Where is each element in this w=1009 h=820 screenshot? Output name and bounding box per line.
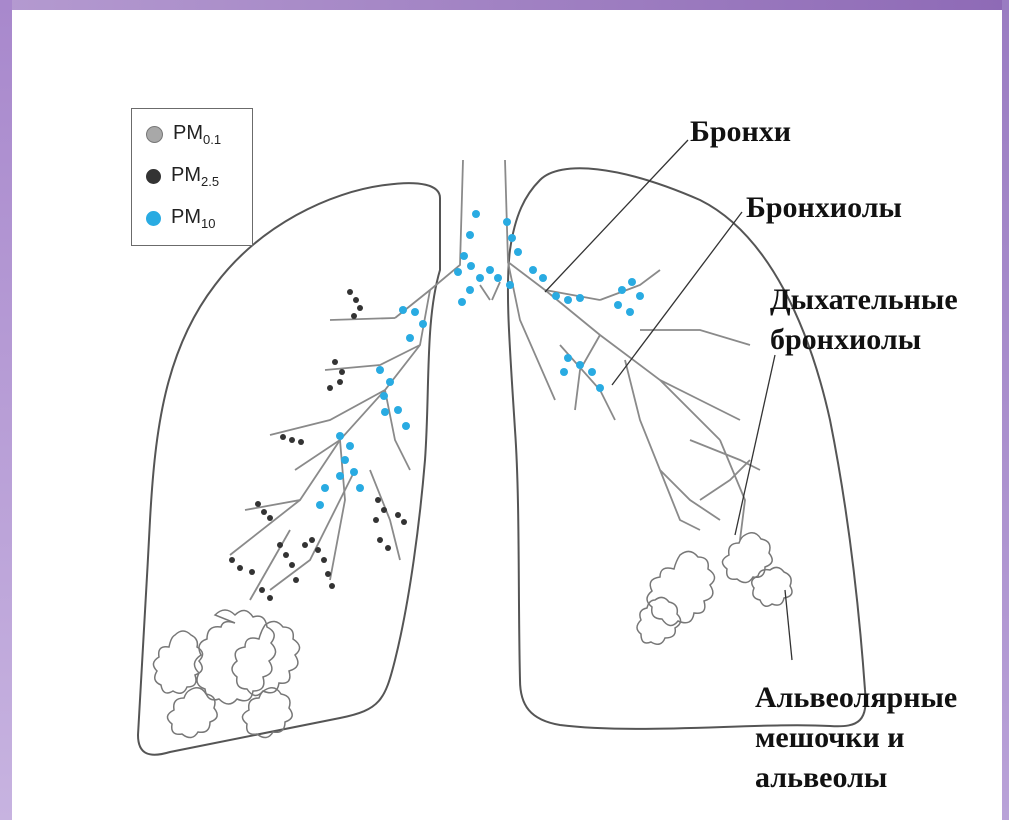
- legend-label-pm25: PM2.5: [171, 164, 219, 189]
- legend: PM0.1 PM2.5 PM10: [131, 108, 253, 246]
- legend-item-pm25: PM2.5: [146, 161, 219, 191]
- label-bronchioles: Бронхиолы: [746, 190, 902, 226]
- label-bronchi: Бронхи: [690, 114, 791, 150]
- label-alveoli-line3: альвеолы: [755, 760, 887, 796]
- label-respiratory-bronchioles-line2: бронхиолы: [770, 322, 921, 358]
- label-alveoli-line2: мешочки и: [755, 720, 905, 756]
- left-alveolar-sacs: [153, 610, 299, 738]
- legend-label-pm01: PM0.1: [173, 122, 221, 147]
- pm25-particles: [229, 289, 407, 601]
- right-alveolar-sacs: [637, 533, 792, 645]
- label-respiratory-bronchioles-line1: Дыхательные: [770, 282, 958, 318]
- airways: [230, 160, 760, 600]
- pm10-particles: [316, 210, 644, 509]
- label-alveoli-line1: Альвеолярные: [755, 680, 957, 716]
- legend-label-pm10: PM10: [171, 206, 215, 231]
- left-lung-outline: [138, 183, 440, 755]
- legend-item-pm10: PM10: [146, 203, 215, 233]
- pm10-marker-icon: [146, 211, 161, 226]
- right-lung-outline: [508, 168, 866, 729]
- legend-item-pm01: PM0.1: [146, 119, 221, 149]
- pm25-marker-icon: [146, 169, 161, 184]
- pm01-marker-icon: [146, 126, 163, 143]
